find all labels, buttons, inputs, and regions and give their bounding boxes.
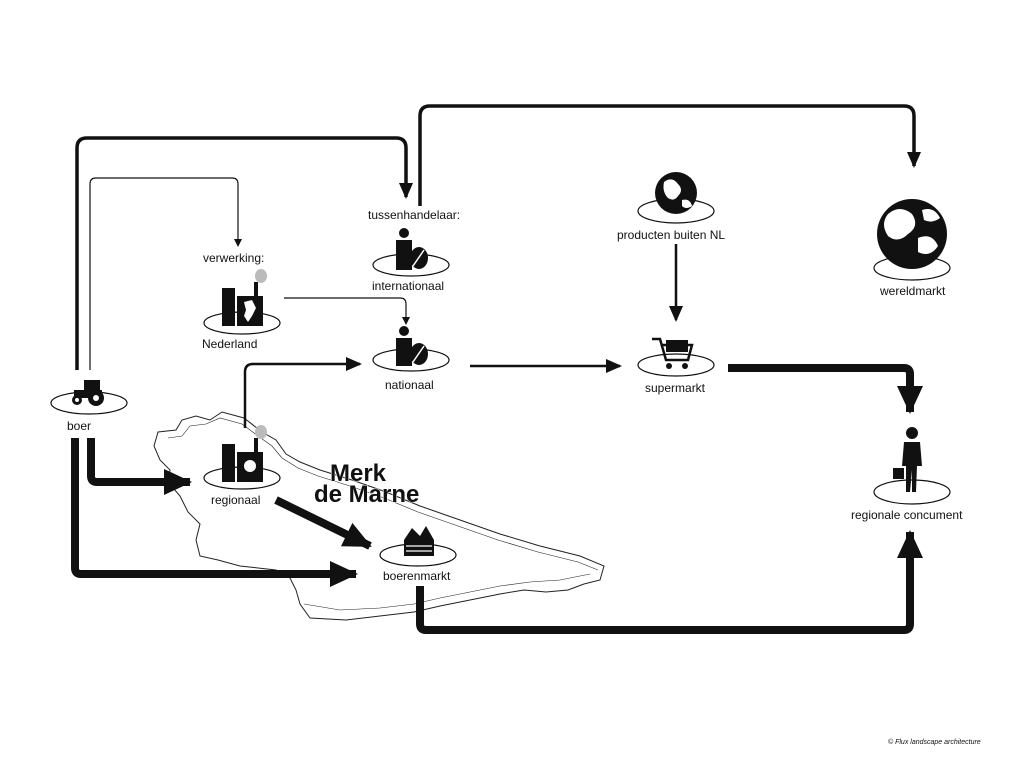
- label-boerenmarkt: boerenmarkt: [383, 569, 451, 583]
- arrow-supermarkt-to-consument: [728, 364, 923, 414]
- label-tussenhandelaar: tussenhandelaar:: [368, 208, 460, 222]
- node-base: [637, 353, 715, 377]
- label-nationaal: nationaal: [385, 378, 434, 392]
- arrow-regionaal-to-nationaal: [243, 357, 362, 428]
- arrow-nederland-to-nationaal: [284, 297, 410, 325]
- node-regionaal: regionaal: [203, 425, 281, 507]
- node-tussenhandelaar-internationaal: tussenhandelaar: internationaal: [368, 208, 460, 293]
- world-icon: [877, 199, 947, 269]
- label-regionale-concument: regionale concument: [851, 508, 963, 522]
- node-producten-buiten-nl: producten buiten NL: [617, 172, 725, 242]
- label-regionaal: regionaal: [211, 493, 260, 507]
- trader-icon: [396, 228, 428, 270]
- logo-line2: de Marne: [314, 481, 419, 508]
- trader-icon: [396, 326, 428, 366]
- globe-icon: [655, 172, 697, 214]
- logo-line1: Merk: [330, 460, 387, 487]
- arrow-regionaal-to-boerenmarkt: [274, 496, 372, 550]
- arrow-internationaal-to-wereldmarkt: [418, 104, 921, 206]
- node-supermarkt: supermarkt: [637, 337, 715, 395]
- consumer-icon: [893, 427, 922, 492]
- label-supermarkt: supermarkt: [645, 381, 706, 395]
- factory-icon: [222, 425, 267, 482]
- arrow-boer-to-regionaal: [87, 438, 192, 495]
- node-verwerking-nederland: verwerking: Nederland: [202, 251, 281, 351]
- arrow-boer-to-tussenhandelaar: [75, 136, 413, 370]
- map-de-marne: [153, 411, 605, 621]
- label-wereldmarkt: wereldmarkt: [879, 284, 946, 298]
- factory-icon: [222, 269, 267, 326]
- credit-text: © Flux landscape architecture: [888, 738, 981, 746]
- node-regionale-concument: regionale concument: [851, 427, 963, 522]
- arrow-boer-to-boerenmarkt: [71, 438, 358, 587]
- arrow-boer-to-verwerking: [89, 177, 242, 370]
- node-wereldmarkt: wereldmarkt: [873, 199, 951, 298]
- shopping-cart-icon: [652, 337, 694, 369]
- market-crate-icon: [404, 526, 434, 556]
- node-boerenmarkt: boerenmarkt: [379, 526, 457, 583]
- label-internationaal: internationaal: [372, 279, 444, 293]
- label-verwerking: verwerking:: [203, 251, 264, 265]
- label-boer: boer: [67, 419, 91, 433]
- node-nationaal: nationaal: [372, 326, 450, 392]
- label-producten-buiten-nl: producten buiten NL: [617, 228, 725, 242]
- merk-de-marne-logo: Merk de Marne: [314, 460, 420, 509]
- label-nederland: Nederland: [202, 337, 257, 351]
- tractor-icon: [72, 380, 104, 406]
- node-boer: boer: [50, 380, 128, 433]
- arrow-boerenmarkt-to-consument: [416, 530, 923, 634]
